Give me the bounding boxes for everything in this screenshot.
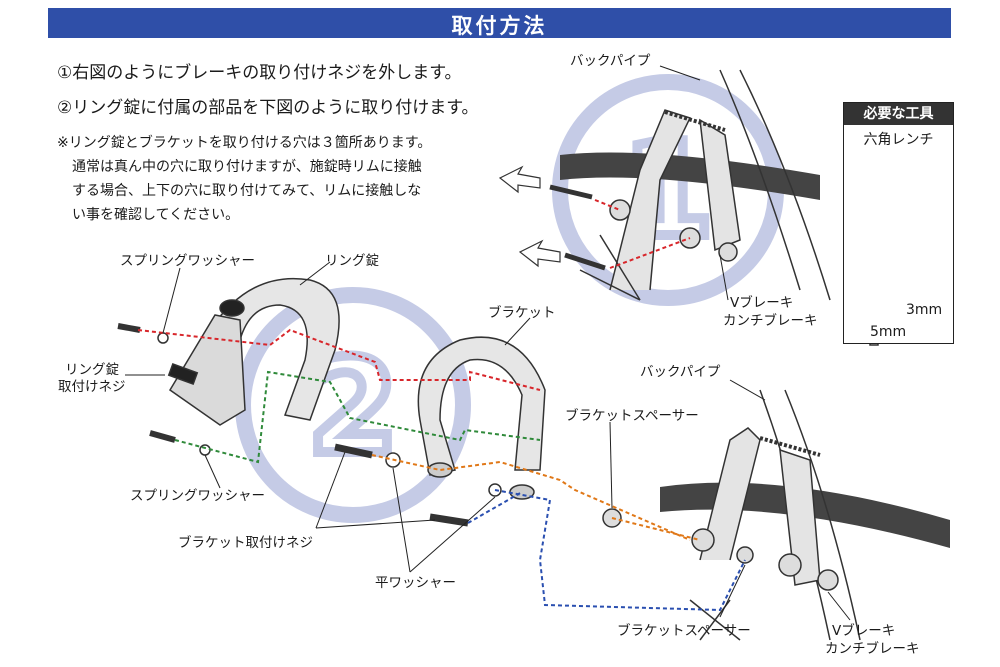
remove-arrow-lower	[518, 239, 561, 268]
step-1-text: ①右図のようにブレーキの取り付けネジを外します。	[57, 63, 462, 83]
label-v-brake-bottom-2: カンチブレーキ	[825, 641, 920, 657]
step-2-text: ②リング錠に付属の部品を下図のように取り付けます。	[57, 98, 479, 118]
required-tools-box: 必要な工具 六角レンチ	[843, 102, 954, 344]
tools-item-label: 六角レンチ	[863, 132, 934, 148]
label-ring-lock: リング錠	[325, 253, 379, 269]
label-v-brake-top-2: カンチブレーキ	[723, 313, 818, 329]
label-ring-lock-screw-1: リング錠	[65, 362, 119, 378]
page-title: 取付方法	[451, 14, 548, 38]
tools-title: 必要な工具	[844, 103, 953, 125]
assembly-line-blue	[494, 489, 746, 612]
label-spring-washer-top: スプリングワッシャー	[120, 253, 255, 269]
label-back-pipe-bottom: バックパイプ	[640, 364, 721, 380]
label-v-brake-top-1: Vブレーキ	[730, 295, 794, 311]
bracket-illustration	[417, 336, 546, 500]
size-3mm-label: 3mm	[906, 302, 943, 318]
note-line-3: する場合、上下の穴に取り付けてみて、リムに接触しな	[72, 183, 422, 199]
assembly-line-orange	[371, 454, 691, 541]
ring-lock-illustration	[167, 277, 340, 426]
label-back-pipe-top: バックパイプ	[570, 53, 651, 69]
brake-illustration-bottom	[660, 389, 950, 641]
assembly-line-red	[137, 328, 541, 391]
title-bar: 取付方法	[48, 8, 951, 38]
brake-screw-top	[549, 184, 606, 271]
note-line-1: ※リング錠とブラケットを取り付ける穴は３箇所あります。	[57, 135, 432, 151]
size-5mm-label: 5mm	[870, 324, 907, 340]
label-bracket-spacer-top: ブラケットスペーサー	[565, 408, 699, 424]
brake-illustration-top	[560, 69, 831, 301]
remove-arrow-upper	[498, 165, 541, 194]
label-v-brake-bottom-1: Vブレーキ	[832, 623, 896, 639]
label-ring-lock-screw-2: 取付けネジ	[58, 379, 126, 395]
assembly-line-green	[174, 370, 541, 464]
label-spring-washer-bottom: スプリングワッシャー	[130, 488, 265, 504]
note-line-4: い事を確認してください。	[72, 207, 240, 223]
label-bracket-spacer-bottom: ブラケットスペーサー	[617, 623, 751, 639]
label-flat-washer: 平ワッシャー	[375, 575, 456, 591]
note-line-2: 通常は真ん中の穴に取り付けますが、施錠時リムに接触	[72, 159, 422, 175]
label-bracket: ブラケット	[488, 305, 556, 321]
label-bracket-screw: ブラケット取付けネジ	[178, 535, 313, 551]
